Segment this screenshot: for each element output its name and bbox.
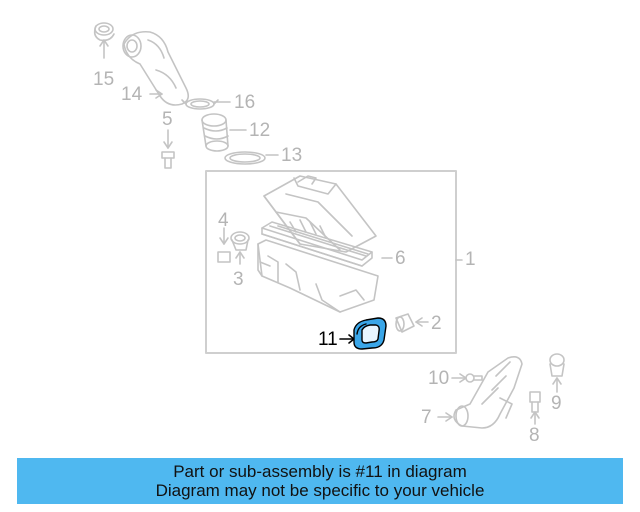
- part-4-grommet: [217, 227, 231, 263]
- banner-line-part: Part or sub-assembly is #11 in diagram: [173, 462, 467, 481]
- callout-3: 3: [233, 269, 244, 290]
- callout-1: 1: [465, 249, 476, 270]
- info-banner: Part or sub-assembly is #11 in diagram D…: [17, 458, 623, 504]
- part-3-plug: [230, 231, 250, 265]
- part-9-grommet: [549, 353, 565, 393]
- part-7-duct: [437, 356, 523, 429]
- callout-16: 16: [234, 92, 256, 113]
- callout-11: 11: [318, 329, 338, 350]
- callout-8: 8: [529, 425, 540, 446]
- part-16-gasket: [181, 98, 231, 110]
- callout-2: 2: [431, 313, 442, 334]
- part-6-filter: [261, 221, 393, 267]
- part-13-oring: [224, 151, 279, 165]
- part-2-fitting: [395, 313, 429, 333]
- callout-4: 4: [218, 210, 229, 231]
- callout-13: 13: [281, 145, 303, 166]
- part-15-clamp: [93, 22, 115, 59]
- air-cleaner-upper-housing: [263, 175, 377, 253]
- callout-5: 5: [162, 109, 173, 130]
- part-8-bolt: [529, 391, 541, 425]
- part-11-seal-highlighted: [353, 317, 387, 350]
- assembly-frame: [205, 170, 457, 354]
- part-12-coupler: [201, 113, 247, 152]
- callout-15: 15: [93, 69, 115, 90]
- callout-12: 12: [249, 120, 271, 141]
- callout-6: 6: [395, 248, 406, 269]
- callout-10: 10: [428, 368, 450, 389]
- banner-line-disclaimer: Diagram may not be specific to your vehi…: [155, 481, 485, 500]
- parts-diagram: [93, 22, 565, 429]
- part-10-bolt: [451, 373, 483, 383]
- part-5-bolt: [161, 129, 175, 169]
- part-14-intake-hose: [122, 30, 190, 106]
- air-cleaner-lower-housing: [257, 239, 379, 313]
- callout-9: 9: [551, 393, 562, 414]
- callout-7: 7: [421, 407, 432, 428]
- callout-14: 14: [121, 84, 143, 105]
